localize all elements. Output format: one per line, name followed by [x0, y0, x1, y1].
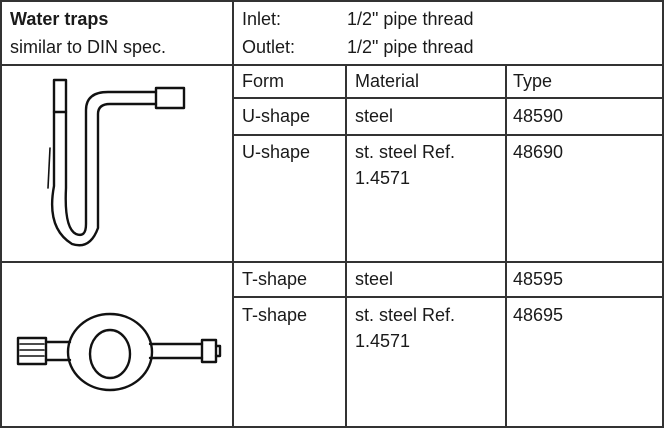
u-shape-trap-icon — [47, 78, 186, 247]
page-title: Water traps — [10, 9, 109, 29]
table-border-right — [662, 0, 664, 428]
column-header-material: Material — [355, 71, 420, 91]
t-shape-trap-icon — [16, 312, 222, 392]
table-row-1-form: U-shape — [242, 106, 311, 126]
table-row-4-material-ref: 1.4571 — [355, 331, 411, 351]
column-header-form: Form — [242, 71, 284, 91]
group-divider — [0, 261, 664, 263]
inlet-label: Inlet: — [242, 9, 282, 29]
column-header-type: Type — [513, 71, 553, 91]
form-column-divider — [345, 64, 347, 428]
table-row-4-type: 48695 — [513, 305, 564, 325]
table-row-3-type: 48595 — [513, 269, 564, 289]
page-subtitle: similar to DIN spec. — [10, 37, 167, 57]
table-row-1-type: 48590 — [513, 106, 564, 126]
table-row-2-material-ref: 1.4571 — [355, 168, 411, 188]
table-row-1-material: steel — [355, 106, 394, 126]
table-row-4-form: T-shape — [242, 305, 308, 325]
table-row-2-type: 48690 — [513, 142, 564, 162]
table-row-3-form: T-shape — [242, 269, 308, 289]
table-row-3-material: steel — [355, 269, 394, 289]
material-column-divider — [505, 64, 507, 428]
table-border-left — [0, 0, 2, 428]
table-row-2-material: st. steel Ref. — [355, 142, 456, 162]
table-row-2-form: U-shape — [242, 142, 311, 162]
outlet-value: 1/2" pipe thread — [347, 37, 474, 57]
header-divider — [0, 64, 664, 66]
inlet-value: 1/2" pipe thread — [347, 9, 474, 29]
row-divider-1 — [232, 134, 664, 136]
table-row-4-material: st. steel Ref. — [355, 305, 456, 325]
outlet-label: Outlet: — [242, 37, 296, 57]
columns-divider — [232, 97, 664, 99]
image-column-divider — [232, 0, 234, 428]
table-border-top — [0, 0, 664, 2]
table-border-bottom — [0, 426, 664, 428]
row-divider-3 — [232, 296, 664, 298]
